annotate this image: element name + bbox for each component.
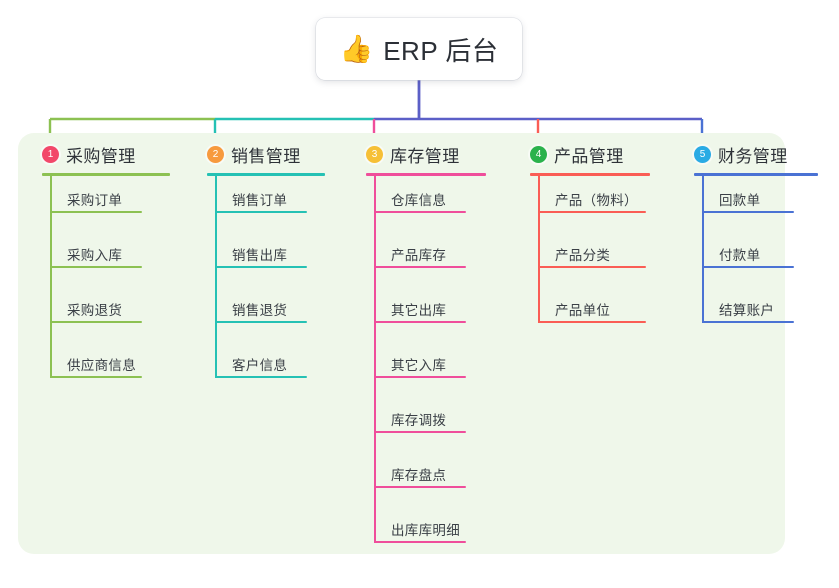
- leaf-underline: [215, 376, 307, 378]
- thumbs-up-icon: 👍: [339, 33, 374, 65]
- leaf-underline: [702, 211, 794, 213]
- leaf-item-label: 出库库明细: [391, 523, 460, 538]
- branch-underline: [207, 173, 325, 176]
- leaf-underline: [374, 486, 466, 488]
- leaf-item[interactable]: 结算账户: [702, 295, 794, 323]
- leaf-item-label: 采购入库: [67, 248, 123, 263]
- leaf-underline: [215, 266, 307, 268]
- leaf-item-label: 产品分类: [555, 248, 611, 263]
- leaf-item[interactable]: 供应商信息: [50, 350, 142, 378]
- leaf-underline: [215, 321, 307, 323]
- branch-header-4[interactable]: 4 产品管理: [530, 142, 624, 167]
- leaf-item[interactable]: 库存调拨: [374, 405, 466, 433]
- leaf-item[interactable]: 其它出库: [374, 295, 466, 323]
- branch-spine: [215, 175, 217, 378]
- branch-underline: [530, 173, 650, 176]
- branch-title: 产品管理: [554, 147, 624, 166]
- branch-spine: [374, 175, 376, 543]
- leaf-item-label: 销售退货: [232, 303, 288, 318]
- branch-number-badge: 3: [366, 146, 383, 163]
- branch-title: 库存管理: [390, 147, 460, 166]
- leaf-item[interactable]: 产品库存: [374, 240, 466, 268]
- leaf-item[interactable]: 付款单: [702, 240, 794, 268]
- leaf-item[interactable]: 产品单位: [538, 295, 646, 323]
- leaf-item-label: 产品库存: [391, 248, 447, 263]
- leaf-item[interactable]: 采购订单: [50, 185, 142, 213]
- leaf-item-label: 采购订单: [67, 193, 123, 208]
- leaf-underline: [538, 266, 646, 268]
- branch-header-5[interactable]: 5 财务管理: [694, 142, 788, 167]
- branch-spine: [50, 175, 52, 378]
- leaf-item[interactable]: 出库库明细: [374, 515, 466, 543]
- leaf-item-label: 供应商信息: [67, 358, 136, 373]
- leaf-underline: [50, 266, 142, 268]
- branch-spine: [702, 175, 704, 323]
- leaf-item[interactable]: 其它入库: [374, 350, 466, 378]
- branch-number-badge: 4: [530, 146, 547, 163]
- leaf-item-label: 结算账户: [719, 303, 775, 318]
- leaf-item-label: 其它入库: [391, 358, 447, 373]
- leaf-underline: [374, 266, 466, 268]
- leaf-item-label: 其它出库: [391, 303, 447, 318]
- leaf-item[interactable]: 仓库信息: [374, 185, 466, 213]
- leaf-item-label: 采购退货: [67, 303, 123, 318]
- leaf-underline: [374, 431, 466, 433]
- leaf-underline: [50, 376, 142, 378]
- leaf-item[interactable]: 回款单: [702, 185, 794, 213]
- leaf-underline: [374, 211, 466, 213]
- root-node[interactable]: 👍 ERP 后台: [316, 18, 522, 80]
- leaf-underline: [50, 211, 142, 213]
- leaf-item-label: 仓库信息: [391, 193, 447, 208]
- branch-number-badge: 5: [694, 146, 711, 163]
- leaf-item[interactable]: 销售退货: [215, 295, 307, 323]
- leaf-item[interactable]: 产品（物料）: [538, 185, 646, 213]
- leaf-item[interactable]: 库存盘点: [374, 460, 466, 488]
- branch-number-badge: 1: [42, 146, 59, 163]
- leaf-item-label: 产品（物料）: [555, 193, 638, 208]
- root-node-label: ERP 后台: [383, 35, 499, 66]
- leaf-item[interactable]: 采购退货: [50, 295, 142, 323]
- leaf-item[interactable]: 销售订单: [215, 185, 307, 213]
- branches-panel: 1 采购管理采购订单采购入库采购退货供应商信息 2 销售管理销售订单销售出库销售退货客…: [18, 133, 818, 554]
- branch-number-badge: 2: [207, 146, 224, 163]
- leaf-underline: [538, 321, 646, 323]
- leaf-item-label: 库存盘点: [391, 468, 447, 483]
- branch-header-3[interactable]: 3 库存管理: [366, 142, 460, 167]
- leaf-underline: [538, 211, 646, 213]
- branch-underline: [42, 173, 170, 176]
- leaf-item-label: 回款单: [719, 193, 761, 208]
- leaf-item-label: 销售出库: [232, 248, 288, 263]
- leaf-item-label: 销售订单: [232, 193, 288, 208]
- leaf-underline: [50, 321, 142, 323]
- branch-header-1[interactable]: 1 采购管理: [42, 142, 136, 167]
- branch-title: 采购管理: [66, 147, 136, 166]
- leaf-item[interactable]: 采购入库: [50, 240, 142, 268]
- branch-spine: [538, 175, 540, 323]
- leaf-underline: [702, 266, 794, 268]
- leaf-underline: [702, 321, 794, 323]
- branch-underline: [366, 173, 486, 176]
- branch-header-2[interactable]: 2 销售管理: [207, 142, 301, 167]
- branch-title: 销售管理: [231, 147, 301, 166]
- leaf-underline: [374, 376, 466, 378]
- branch-underline: [694, 173, 818, 176]
- leaf-underline: [374, 541, 466, 543]
- leaf-item-label: 付款单: [719, 248, 761, 263]
- leaf-item-label: 库存调拨: [391, 413, 447, 428]
- leaf-item-label: 客户信息: [232, 358, 288, 373]
- branch-title: 财务管理: [718, 147, 788, 166]
- leaf-item-label: 产品单位: [555, 303, 611, 318]
- leaf-underline: [374, 321, 466, 323]
- leaf-item[interactable]: 销售出库: [215, 240, 307, 268]
- leaf-item[interactable]: 客户信息: [215, 350, 307, 378]
- leaf-underline: [215, 211, 307, 213]
- leaf-item[interactable]: 产品分类: [538, 240, 646, 268]
